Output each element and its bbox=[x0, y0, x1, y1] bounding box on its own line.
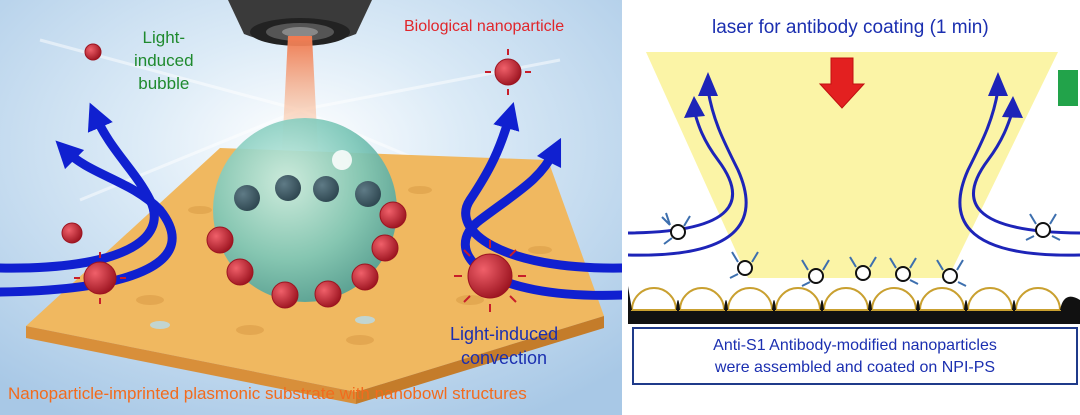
right-illustration bbox=[628, 52, 1080, 324]
caption-line-1: Anti-S1 Antibody-modified nanoparticles bbox=[713, 337, 997, 354]
right-panel: laser for antibody coating (1 min) Anti-… bbox=[628, 0, 1080, 415]
green-marker bbox=[1058, 70, 1078, 106]
laser-beam bbox=[646, 52, 1058, 278]
left-panel: Light- induced bubble Biological nanopar… bbox=[0, 0, 622, 415]
left-illustration bbox=[0, 0, 622, 415]
caption-box: Anti-S1 Antibody-modified nanoparticles … bbox=[632, 327, 1078, 385]
convection-label: Light-induced convection bbox=[450, 324, 559, 368]
bubble-label: Light- induced bubble bbox=[134, 28, 194, 93]
laser-arrow bbox=[818, 57, 866, 109]
caption-line-2: were assembled and coated on NPI-PS bbox=[714, 359, 996, 376]
substrate-label: Nanoparticle-imprinted plasmonic substra… bbox=[8, 384, 527, 403]
laser-title: laser for antibody coating (1 min) bbox=[712, 17, 989, 38]
nanoparticle-label: Biological nanoparticle bbox=[404, 18, 565, 35]
